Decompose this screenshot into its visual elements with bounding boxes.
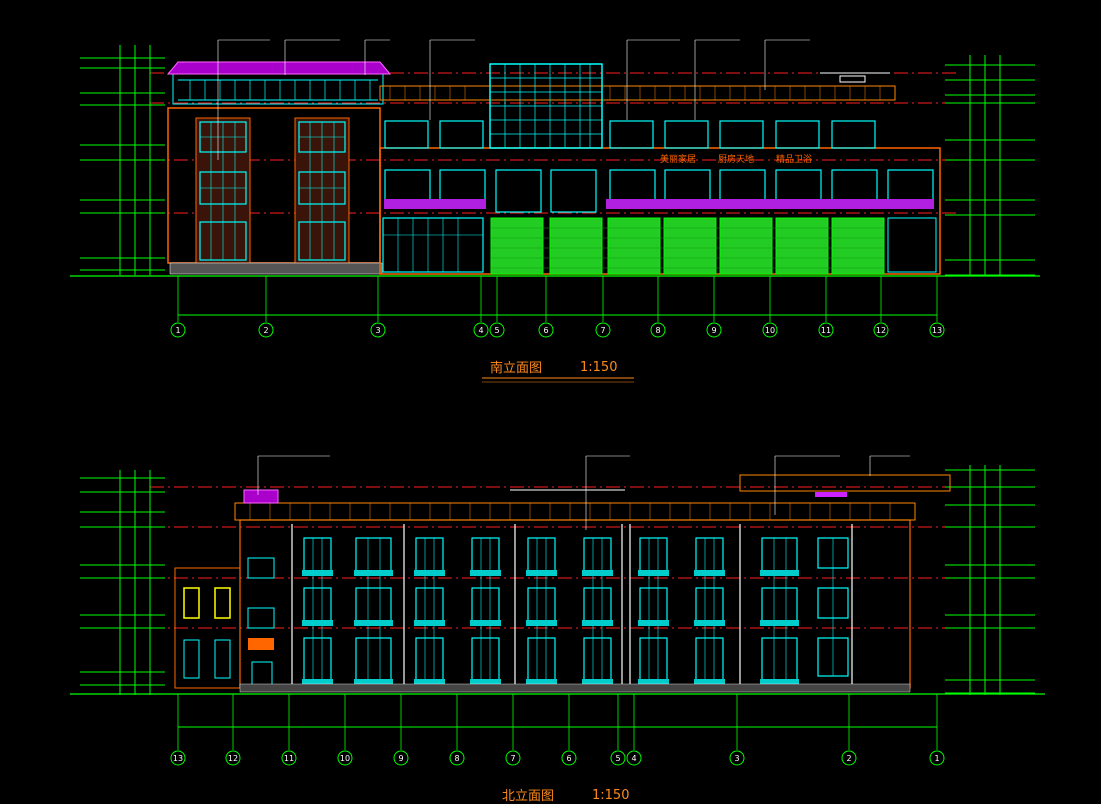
svg-text:9: 9 <box>711 326 716 335</box>
south-entrance <box>382 217 484 273</box>
svg-text:4: 4 <box>478 326 483 335</box>
shop-sign-1: 美丽家居 <box>660 153 696 165</box>
svg-text:8: 8 <box>655 326 660 335</box>
north-sills <box>302 570 799 686</box>
svg-text:11: 11 <box>821 326 831 335</box>
south-axis-bubbles <box>170 322 945 338</box>
south-plinth <box>169 262 383 275</box>
north-leaders <box>257 455 910 530</box>
south-eave <box>379 85 896 101</box>
south-purple-bands <box>384 199 934 209</box>
north-main-facade <box>239 519 911 689</box>
svg-text:5: 5 <box>615 754 620 763</box>
svg-text:13: 13 <box>173 754 183 763</box>
svg-text:1: 1 <box>934 754 939 763</box>
svg-text:11: 11 <box>284 754 294 763</box>
north-right-dimension <box>945 465 1035 695</box>
svg-text:2: 2 <box>846 754 851 763</box>
south-datum-lines <box>150 72 960 214</box>
north-windows <box>303 537 849 681</box>
south-left-dimension <box>80 45 165 275</box>
svg-text:10: 10 <box>340 754 350 763</box>
north-yellow-windows <box>183 587 231 619</box>
south-right-dimension <box>945 55 1035 276</box>
svg-text:12: 12 <box>876 326 886 335</box>
svg-text:7: 7 <box>510 754 515 763</box>
svg-text:2: 2 <box>263 326 268 335</box>
north-elevation-scale: 1:150 <box>592 788 630 803</box>
south-axis-lines <box>177 276 938 322</box>
north-left-dimension <box>80 470 165 695</box>
south-elevation-title: 南立面图 <box>490 361 543 376</box>
south-elevation: 美丽家居 厨房天地 精品卫浴 <box>70 39 1040 338</box>
north-left-annex <box>174 567 241 689</box>
north-datum-lines <box>150 486 960 629</box>
shop-sign-3: 精品卫浴 <box>776 153 812 165</box>
north-axis-lines <box>177 694 938 750</box>
north-pilasters <box>291 524 853 685</box>
svg-text:4: 4 <box>631 754 636 763</box>
svg-text:12: 12 <box>228 754 238 763</box>
svg-text:8: 8 <box>454 754 459 763</box>
svg-text:6: 6 <box>543 326 548 335</box>
north-roof-structure <box>739 474 951 492</box>
svg-text:9: 9 <box>398 754 403 763</box>
svg-text:5: 5 <box>494 326 499 335</box>
north-annex-windows <box>183 557 275 679</box>
svg-text:7: 7 <box>600 326 605 335</box>
north-axis-bubbles <box>170 750 945 766</box>
north-roof-eave <box>234 502 916 521</box>
svg-text:1: 1 <box>175 326 180 335</box>
south-roof-purple <box>166 61 392 75</box>
north-elevation: 13 12 11 10 9 8 7 6 5 4 3 2 1 <box>70 455 1045 766</box>
south-shutters <box>490 217 885 275</box>
shop-sign-2: 厨房天地 <box>718 153 754 165</box>
svg-text:6: 6 <box>566 754 571 763</box>
svg-text:3: 3 <box>734 754 739 763</box>
south-upper-windows <box>384 120 876 149</box>
south-middle-windows <box>384 169 934 213</box>
north-elevation-title: 北立面图 <box>502 789 555 804</box>
south-elevation-scale: 1:150 <box>580 360 618 375</box>
svg-text:10: 10 <box>765 326 775 335</box>
svg-text:3: 3 <box>375 326 380 335</box>
svg-text:13: 13 <box>932 326 942 335</box>
south-leaders <box>217 39 810 160</box>
north-axis-labels: 13 12 11 10 9 8 7 6 5 4 3 2 1 <box>173 754 940 763</box>
